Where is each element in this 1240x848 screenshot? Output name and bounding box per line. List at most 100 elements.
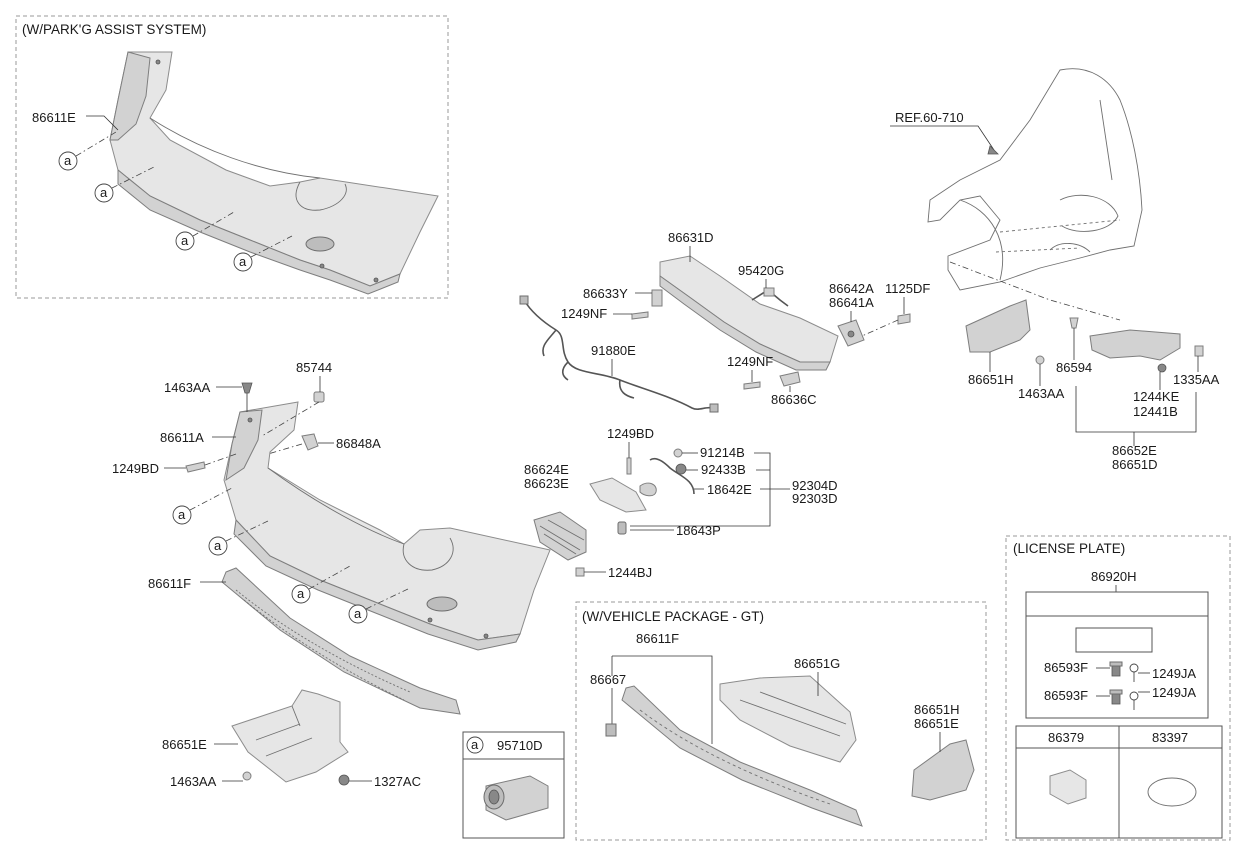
under-cover-86651E [231,689,349,783]
label-1249JA-1: 1249JA [1152,666,1196,681]
rear-reflex-lamp [589,457,695,535]
label-85744: 85744 [296,360,332,375]
label-1463AA-right: 1463AA [1018,386,1065,401]
label-86594: 86594 [1056,360,1092,375]
vehicle-package-frame [575,601,987,841]
clip-86594 [1069,317,1079,329]
label-92303D: 92303D [792,491,838,506]
ref-label: REF.60-710 [895,110,964,125]
callout-a: a [214,538,222,553]
wiring-harness-91880E [519,295,719,413]
label-86593F-2: 86593F [1044,688,1088,703]
label-86611A: 86611A [160,430,204,445]
label-18642E: 18642E [707,482,752,497]
label-86651H-gt: 86651H [914,702,960,717]
bracket-86633Y [651,289,663,307]
label-1249JA-2: 1249JA [1152,685,1196,700]
parking-sensor-95710D [483,775,549,821]
clip-1463AA-bottom [242,771,252,781]
callout-a: a [100,185,108,200]
bumper-cover-main [223,401,551,651]
label-86651E-gt: 86651E [914,716,959,731]
label-92433B: 92433B [701,462,746,477]
callout-a: a [178,507,186,522]
label-91880E: 91880E [591,343,636,358]
label-86624E: 86624E [524,462,569,477]
section-title-license-plate: (LICENSE PLATE) [1013,541,1125,556]
label-86651H-right: 86651H [968,372,1014,387]
screw-1249BD-mid [626,457,632,475]
screw-86593F-1 [1109,661,1123,677]
callout-a: a [181,233,189,248]
screw-86593F-2 [1109,689,1123,705]
callouts-main: a a a a [172,487,411,624]
callout-a: a [297,586,305,601]
label-86667: 86667 [590,672,626,687]
label-1249BD-left: 1249BD [112,461,159,476]
nut-1327AC [338,774,350,786]
bumper-cover-park-assist [109,51,439,295]
label-91214B: 91214B [700,445,745,460]
label-86379: 86379 [1048,730,1084,745]
label-86631D: 86631D [668,230,714,245]
callouts-park-assist: a a a a [58,131,293,272]
clip-1463AA-top [241,382,253,412]
clip-85744 [261,391,325,437]
under-cover-86651G [719,675,857,763]
bolt-1249JA-1 [1129,663,1139,682]
label-92304D: 92304D [792,478,838,493]
clip-1244BJ [575,567,585,577]
quarter-panel-reference [927,68,1143,291]
label-83397: 83397 [1152,730,1188,745]
bolt-1125DF [861,313,911,337]
label-1327AC: 1327AC [374,774,421,789]
label-1249NF-top: 1249NF [561,306,607,321]
bracket-86651H-right [965,299,1031,353]
screw-1249NF-bottom [743,381,761,390]
label-86611F-main: 86611F [148,576,191,591]
clip-1463AA-right [1035,355,1045,365]
label-12441B: 12441B [1133,404,1178,419]
back-beam-86631D [659,255,839,371]
clip-86848A [267,433,319,455]
label-86641A: 86641A [829,295,874,310]
connector-95420G [751,287,789,307]
plug-86379 [1049,769,1087,805]
callout-a: a [239,254,247,269]
label-1244KE: 1244KE [1133,389,1180,404]
label-86611E: 86611E [32,110,76,125]
label-86651D: 86651D [1112,457,1158,472]
label-95710D: 95710D [497,738,543,753]
label-1244BJ: 1244BJ [608,565,652,580]
screw-1249BD-left [185,453,237,473]
callout-a: a [64,153,72,168]
clip-1335AA [1194,345,1204,357]
label-86636C: 86636C [771,392,817,407]
reflector-86624E [533,511,587,561]
legend-box [462,731,565,839]
diffuser-86611F [221,567,461,715]
label-95420G: 95420G [738,263,784,278]
legend-callout-a: a [471,737,479,752]
section-title-vehicle-package: (W/VEHICLE PACKAGE - GT) [582,609,764,624]
section-title-park-assist: (W/PARK'G ASSIST SYSTEM) [22,22,206,37]
bracket-86642A [837,319,865,347]
callout-a: a [354,606,362,621]
label-86593F-1: 86593F [1044,660,1088,675]
label-1463AA-bottom: 1463AA [170,774,217,789]
label-18643P: 18643P [676,523,721,538]
license-plate-area [1075,627,1153,653]
label-1463AA-top: 1463AA [164,380,211,395]
label-86611F-gt: 86611F [636,631,679,646]
label-86920H: 86920H [1091,569,1137,584]
label-86633Y: 86633Y [583,286,628,301]
bracket-86652E [1089,329,1181,373]
bolt-1249JA-2 [1129,691,1139,710]
label-86651E-main: 86651E [162,737,207,752]
license-plate-outline [1025,591,1209,719]
label-1249NF-bottom: 1249NF [727,354,773,369]
label-86652E: 86652E [1112,443,1157,458]
label-86848A: 86848A [336,436,381,451]
label-1335AA: 1335AA [1173,372,1220,387]
